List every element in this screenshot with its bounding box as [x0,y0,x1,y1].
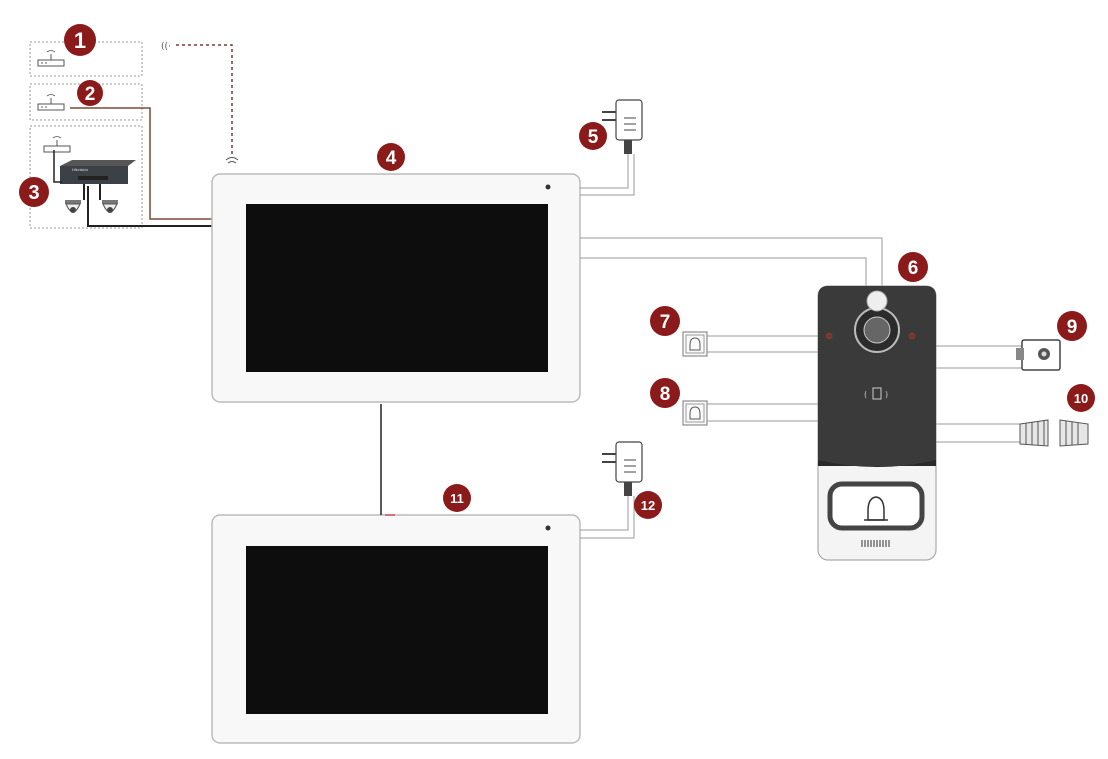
badge-5-label: 5 [588,127,599,148]
badge-7: 7 [650,306,680,336]
svg-text:((·: ((· [161,42,171,52]
badge-1-label: 1 [74,28,86,53]
wifi-router-icon [37,50,65,67]
badge-3-label: 3 [28,182,39,204]
exit-button-icon [682,400,708,426]
badge-11-label: 11 [450,491,464,506]
wifi-signal-icon: ((· [161,42,239,164]
badge-12-label: 12 [641,498,655,513]
badge-6-label: 6 [908,258,919,279]
door-station: ( ) [817,285,937,561]
badge-3: 3 [19,177,49,207]
badge-2: 2 [77,80,103,106]
switch-box-3 [29,125,143,229]
badge-9: 9 [1057,311,1087,341]
indoor-monitor-main [211,173,581,403]
badge-10: 10 [1067,384,1095,412]
badge-8-label: 8 [660,384,671,405]
lan-wire-brown [70,107,212,220]
badge-4-label: 4 [386,148,397,169]
power-adapter-icon [602,441,643,496]
badge-6: 6 [898,252,928,282]
wifi-router-icon [37,94,65,111]
bell-icon [864,496,888,521]
dome-camera-icon [102,200,118,213]
svg-text:(: ( [864,390,867,399]
exit-button-icon [682,331,708,357]
wifi-router-icon [43,136,71,153]
switch-brand-label: Hikvision [72,167,88,172]
poe-switch-icon: Hikvision [60,160,136,184]
power-adapter-icon [602,99,643,154]
badge-1: 1 [64,24,96,56]
badge-8: 8 [650,378,680,408]
badge-10-label: 10 [1074,391,1088,406]
wifi-link-dotted [176,44,233,158]
speaker-grille [861,540,890,547]
badge-12: 12 [634,491,662,519]
lan-wire-black [87,186,212,227]
electric-lock-icon [1016,339,1061,371]
badge-9-label: 9 [1067,317,1078,338]
badge-7-label: 7 [660,312,671,333]
badge-11: 11 [443,484,471,512]
dome-camera-icon [65,200,81,213]
svg-text:): ) [885,390,888,399]
badge-2-label: 2 [85,84,96,105]
rfid-icon: ( ) [864,387,888,400]
badge-5: 5 [579,122,607,150]
call-button [827,481,925,531]
badge-4: 4 [377,143,405,171]
indoor-monitor-extension [211,514,581,744]
gate-icon [1019,419,1089,447]
